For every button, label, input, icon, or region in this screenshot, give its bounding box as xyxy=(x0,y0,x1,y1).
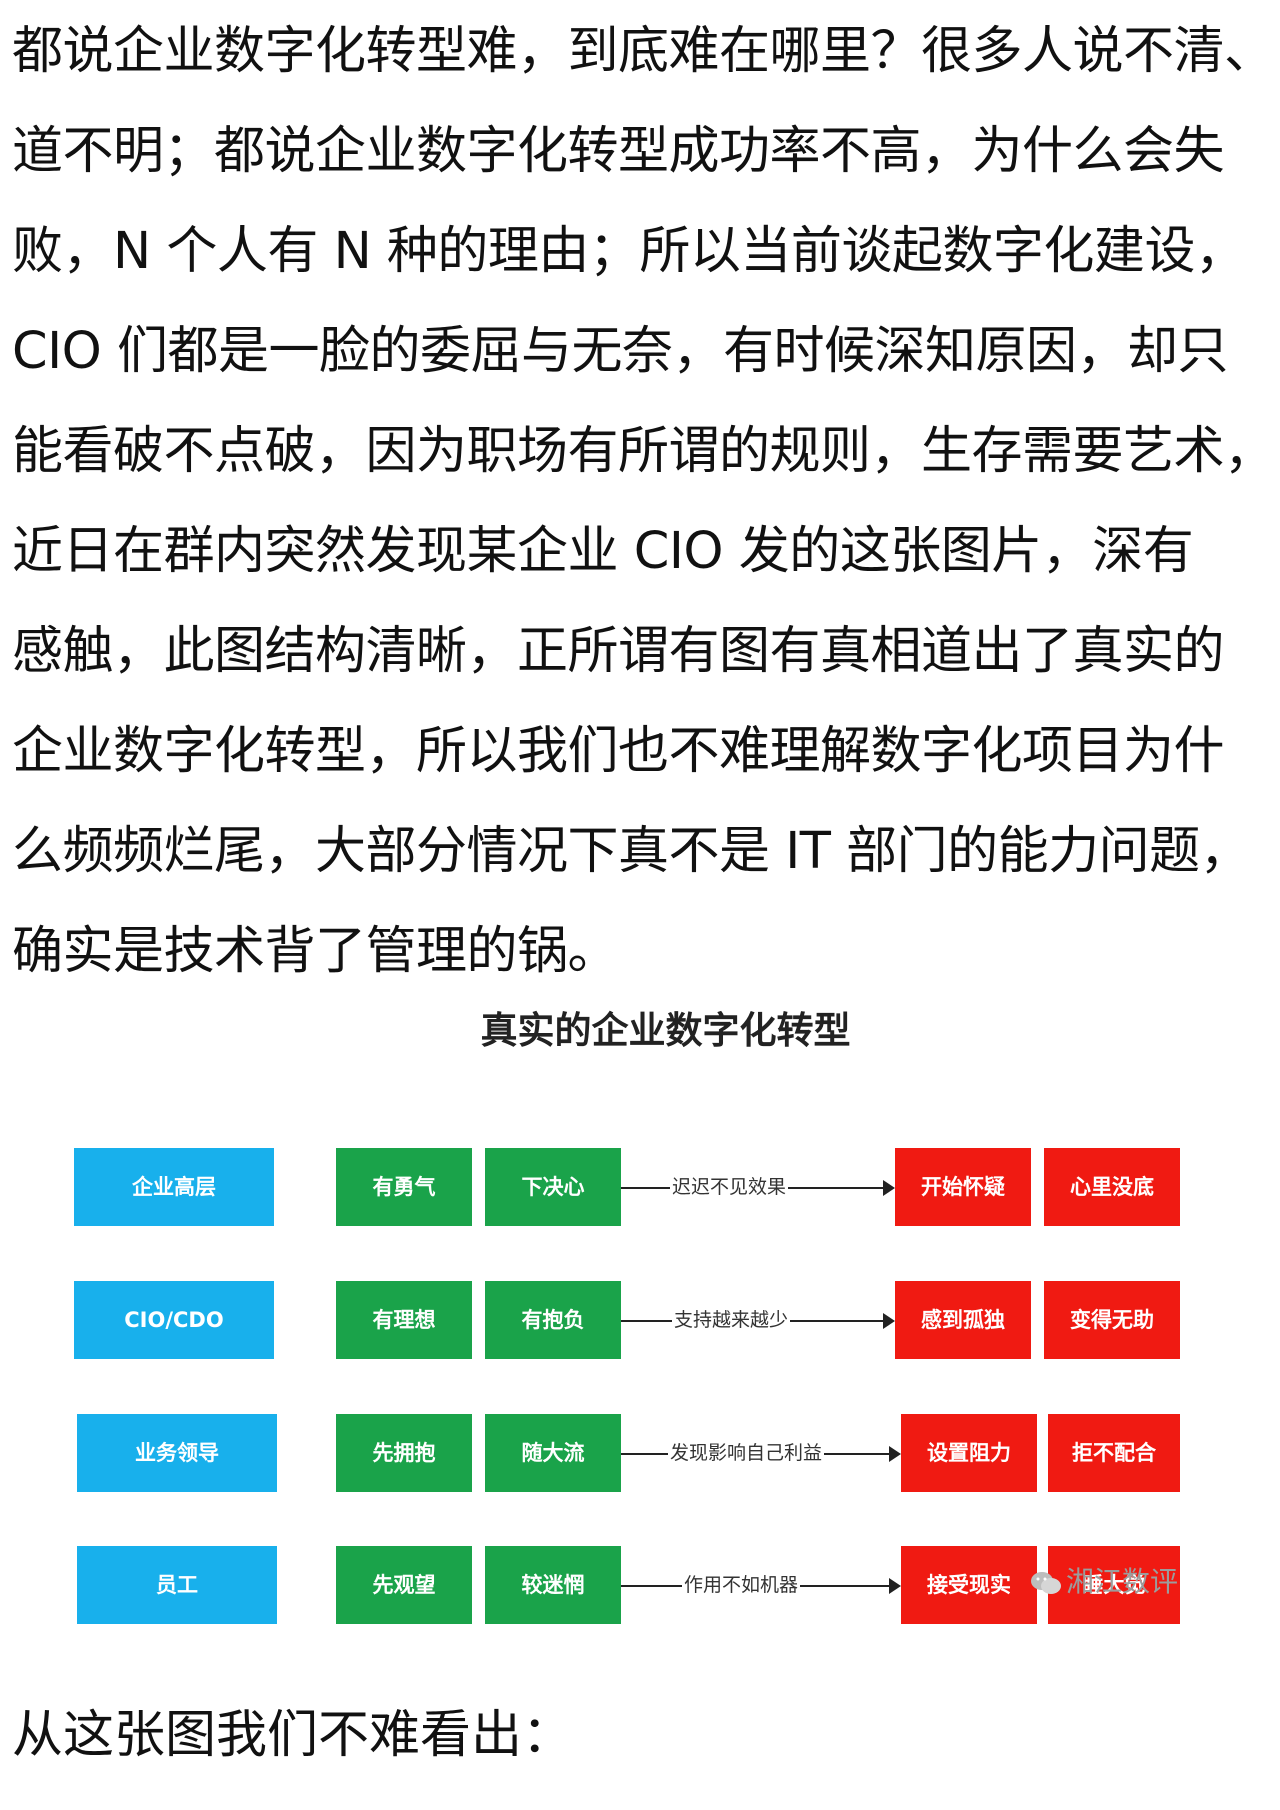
paragraph-line: 败，N 个人有 N 种的理由；所以当前谈起数字化建设， xyxy=(12,222,1246,281)
result-box: 设置阻力 xyxy=(901,1414,1037,1492)
diagram-row: 业务领导 先拥抱 随大流 发现影响自己利益 设置阻力 拒不配合 xyxy=(0,1414,1280,1494)
diagram-row: 员工 先观望 较迷惘 作用不如机器 接受现实 睡大觉 xyxy=(0,1546,1280,1626)
intro-paragraph: 都说企业数字化转型难，到底难在哪里？很多人说不清、 道不明；都说企业数字化转型成… xyxy=(12,0,1274,1000)
watermark: 湘江数评 xyxy=(1030,1560,1178,1600)
trait-box: 随大流 xyxy=(485,1414,621,1492)
trait-box: 较迷惘 xyxy=(485,1546,621,1624)
diagram-title: 真实的企业数字化转型 xyxy=(480,1009,851,1052)
role-box: 企业高层 xyxy=(74,1148,274,1226)
trigger-label: 迟迟不见效果 xyxy=(670,1172,789,1199)
result-box: 变得无助 xyxy=(1044,1281,1180,1359)
watermark-text: 湘江数评 xyxy=(1066,1565,1179,1598)
result-box: 接受现实 xyxy=(901,1546,1037,1624)
trigger-label: 作用不如机器 xyxy=(682,1570,801,1597)
trait-box: 有抱负 xyxy=(485,1281,621,1359)
closing-text: 从这张图我们不难看出： xyxy=(12,1706,574,1765)
trait-box: 有勇气 xyxy=(336,1148,472,1226)
trait-box: 有理想 xyxy=(336,1281,472,1359)
diagram-row: CIO/CDO 有理想 有抱负 支持越来越少 感到孤独 变得无助 xyxy=(0,1281,1280,1361)
trait-box: 先拥抱 xyxy=(336,1414,472,1492)
diagram-row: 企业高层 有勇气 下决心 迟迟不见效果 开始怀疑 心里没底 xyxy=(0,1148,1280,1228)
trigger-label: 发现影响自己利益 xyxy=(668,1438,825,1465)
result-box: 开始怀疑 xyxy=(895,1148,1031,1226)
result-box: 拒不配合 xyxy=(1048,1414,1180,1492)
role-box: 员工 xyxy=(77,1546,277,1624)
trait-box: 下决心 xyxy=(485,1148,621,1226)
paragraph-line: 近日在群内突然发现某企业 CIO 发的这张图片，深有 xyxy=(12,522,1194,581)
result-box: 心里没底 xyxy=(1044,1148,1180,1226)
paragraph-line: 感触，此图结构清晰，正所谓有图有真相道出了真实的 xyxy=(12,622,1225,681)
paragraph-line: 么频频烂尾，大部分情况下真不是 IT 部门的能力问题， xyxy=(12,822,1251,881)
paragraph-line: 都说企业数字化转型难，到底难在哪里？很多人说不清、 xyxy=(12,22,1274,81)
result-box: 睡大觉 xyxy=(1048,1546,1180,1624)
role-box: CIO/CDO xyxy=(74,1281,274,1359)
paragraph-line: CIO 们都是一脸的委屈与无奈，有时候深知原因，却只 xyxy=(12,322,1229,381)
result-box: 感到孤独 xyxy=(895,1281,1031,1359)
paragraph-line: 道不明；都说企业数字化转型成功率不高，为什么会失 xyxy=(12,122,1225,181)
paragraph-line: 确实是技术背了管理的锅。 xyxy=(12,922,619,981)
trait-box: 先观望 xyxy=(336,1546,472,1624)
wechat-icon xyxy=(1030,1570,1062,1596)
trigger-label: 支持越来越少 xyxy=(672,1305,791,1332)
paragraph-line: 能看破不点破，因为职场有所谓的规则，生存需要艺术， xyxy=(12,422,1274,481)
role-box: 业务领导 xyxy=(77,1414,277,1492)
paragraph-line: 企业数字化转型，所以我们也不难理解数字化项目为什 xyxy=(12,722,1225,781)
